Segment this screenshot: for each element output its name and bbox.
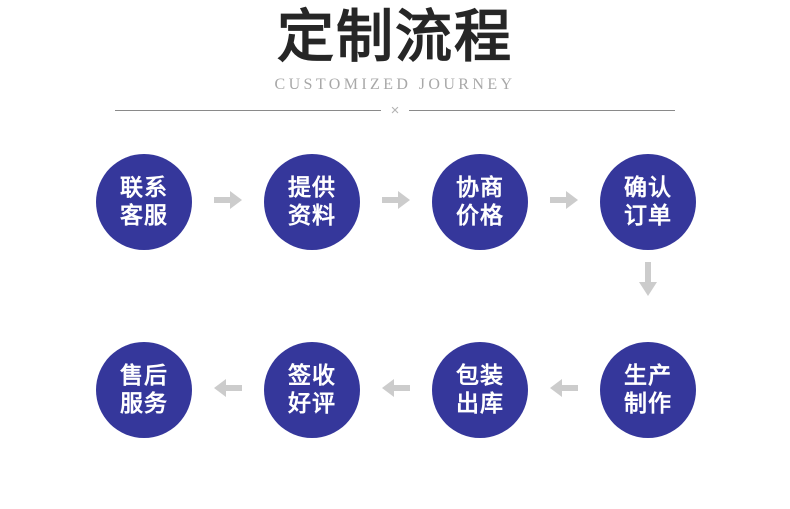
page-title: 定制流程 bbox=[277, 4, 513, 70]
divider: × bbox=[115, 100, 676, 120]
divider-line-right bbox=[409, 109, 676, 111]
flow-node-3-line1: 协商 bbox=[456, 175, 504, 201]
arrow-down-icon bbox=[636, 262, 660, 296]
divider-line-left bbox=[115, 109, 381, 111]
flow-node-8-line2: 服务 bbox=[120, 391, 168, 417]
flow-node-3-line2: 价格 bbox=[456, 203, 504, 229]
flow-node-3[interactable]: 协商 价格 bbox=[432, 154, 528, 250]
flow-node-4[interactable]: 确认 订单 bbox=[600, 154, 696, 250]
flow-node-1[interactable]: 联系 客服 bbox=[96, 154, 192, 250]
flow-node-5[interactable]: 生产 制作 bbox=[600, 342, 696, 438]
flow-node-2-line1: 提供 bbox=[288, 175, 336, 201]
flow-node-2-line2: 资料 bbox=[288, 203, 336, 229]
flow-node-6-line1: 包装 bbox=[456, 363, 504, 389]
arrow-right-icon bbox=[382, 188, 410, 212]
flow-node-7-line2: 好评 bbox=[288, 391, 336, 417]
flow-node-8-line1: 售后 bbox=[120, 363, 168, 389]
arrow-left-icon bbox=[214, 376, 242, 400]
flow-node-4-line1: 确认 bbox=[624, 175, 672, 201]
flow-node-6[interactable]: 包装 出库 bbox=[432, 342, 528, 438]
page-header: 定制流程 CUSTOMIZED JOURNEY bbox=[0, 0, 790, 95]
divider-cross-icon: × bbox=[390, 101, 400, 119]
flow-node-7[interactable]: 签收 好评 bbox=[264, 342, 360, 438]
page-subtitle: CUSTOMIZED JOURNEY bbox=[274, 76, 516, 93]
flow-node-8[interactable]: 售后 服务 bbox=[96, 342, 192, 438]
flow-node-1-line2: 客服 bbox=[120, 203, 168, 229]
flow-node-4-line2: 订单 bbox=[624, 203, 672, 229]
flow-node-5-line1: 生产 bbox=[624, 363, 672, 389]
arrow-left-icon bbox=[382, 376, 410, 400]
flow-node-1-line1: 联系 bbox=[120, 175, 168, 201]
arrow-left-icon bbox=[550, 376, 578, 400]
flow-node-2[interactable]: 提供 资料 bbox=[264, 154, 360, 250]
flow-node-7-line1: 签收 bbox=[288, 363, 336, 389]
arrow-right-icon bbox=[214, 188, 242, 212]
flow-node-6-line2: 出库 bbox=[456, 391, 504, 417]
flow-node-5-line2: 制作 bbox=[624, 391, 672, 417]
arrow-right-icon bbox=[550, 188, 578, 212]
